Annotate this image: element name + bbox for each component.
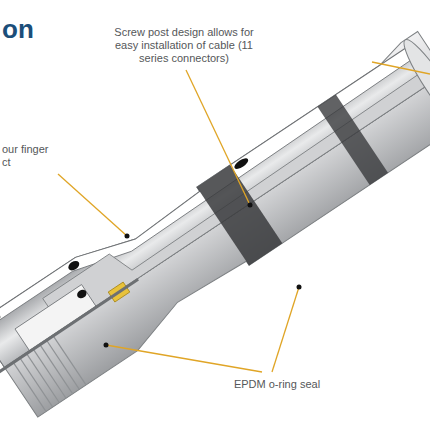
callout-text: our finger ct	[2, 143, 54, 169]
connector-body	[0, 30, 430, 430]
o-ring	[0, 312, 2, 324]
callout-text: EPDM o-ring seal	[222, 378, 332, 391]
center-pin	[0, 279, 138, 396]
sleeve-band	[318, 95, 388, 185]
cutaway-section	[0, 41, 429, 367]
crimp-band	[197, 165, 282, 265]
leader-line	[106, 345, 262, 372]
o-ring	[233, 156, 250, 171]
inner-bore	[0, 49, 429, 367]
flare-rim	[397, 34, 430, 135]
leader-line	[272, 287, 299, 372]
leader-line	[372, 62, 430, 74]
leader-line	[186, 70, 250, 205]
leader-dot	[104, 343, 109, 348]
callout-text: Screw post design allows for easy instal…	[112, 26, 256, 65]
o-ring	[67, 259, 81, 272]
leader-line	[58, 174, 127, 236]
o-ring	[75, 288, 88, 300]
outer-shell	[0, 30, 430, 417]
screw-post	[43, 54, 429, 328]
leader-dot	[125, 234, 130, 239]
insulator	[15, 285, 96, 351]
figure-title: on	[2, 14, 34, 44]
leader-dot	[297, 285, 302, 290]
leader-dot	[248, 203, 253, 208]
